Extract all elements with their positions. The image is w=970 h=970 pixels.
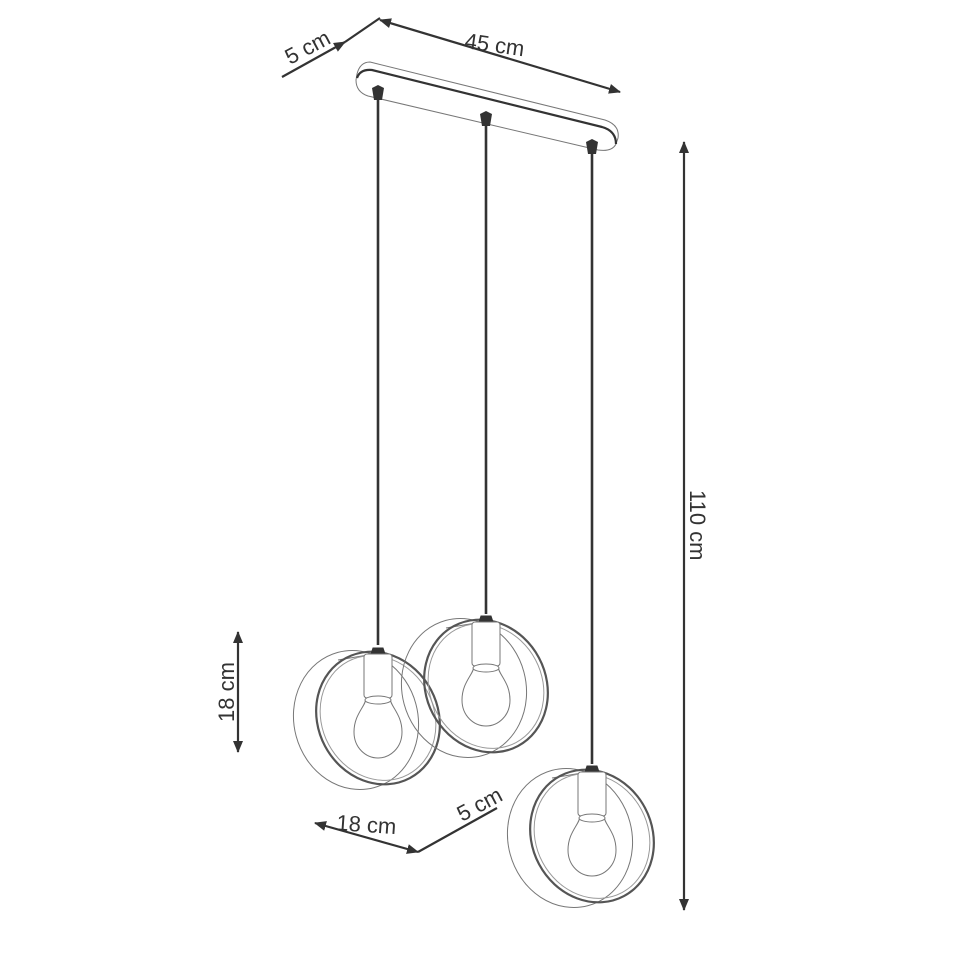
canopy-length-arrow — [379, 18, 621, 94]
canopy-length-label: 45 cm — [463, 28, 526, 61]
shade-height-label: 18 cm — [214, 662, 239, 722]
total-height-label: 110 cm — [685, 490, 710, 561]
lamp-shade-right — [490, 746, 679, 926]
shade-width-arrow — [314, 821, 419, 854]
shade-depth-label: 5 cm — [453, 782, 507, 826]
canopy-depth-arrow — [281, 41, 346, 78]
lamp-shade-middle — [384, 596, 573, 776]
shade-width-label: 18 cm — [336, 810, 398, 839]
canopy-depth-line — [344, 17, 381, 43]
shade-depth-line — [417, 807, 498, 853]
